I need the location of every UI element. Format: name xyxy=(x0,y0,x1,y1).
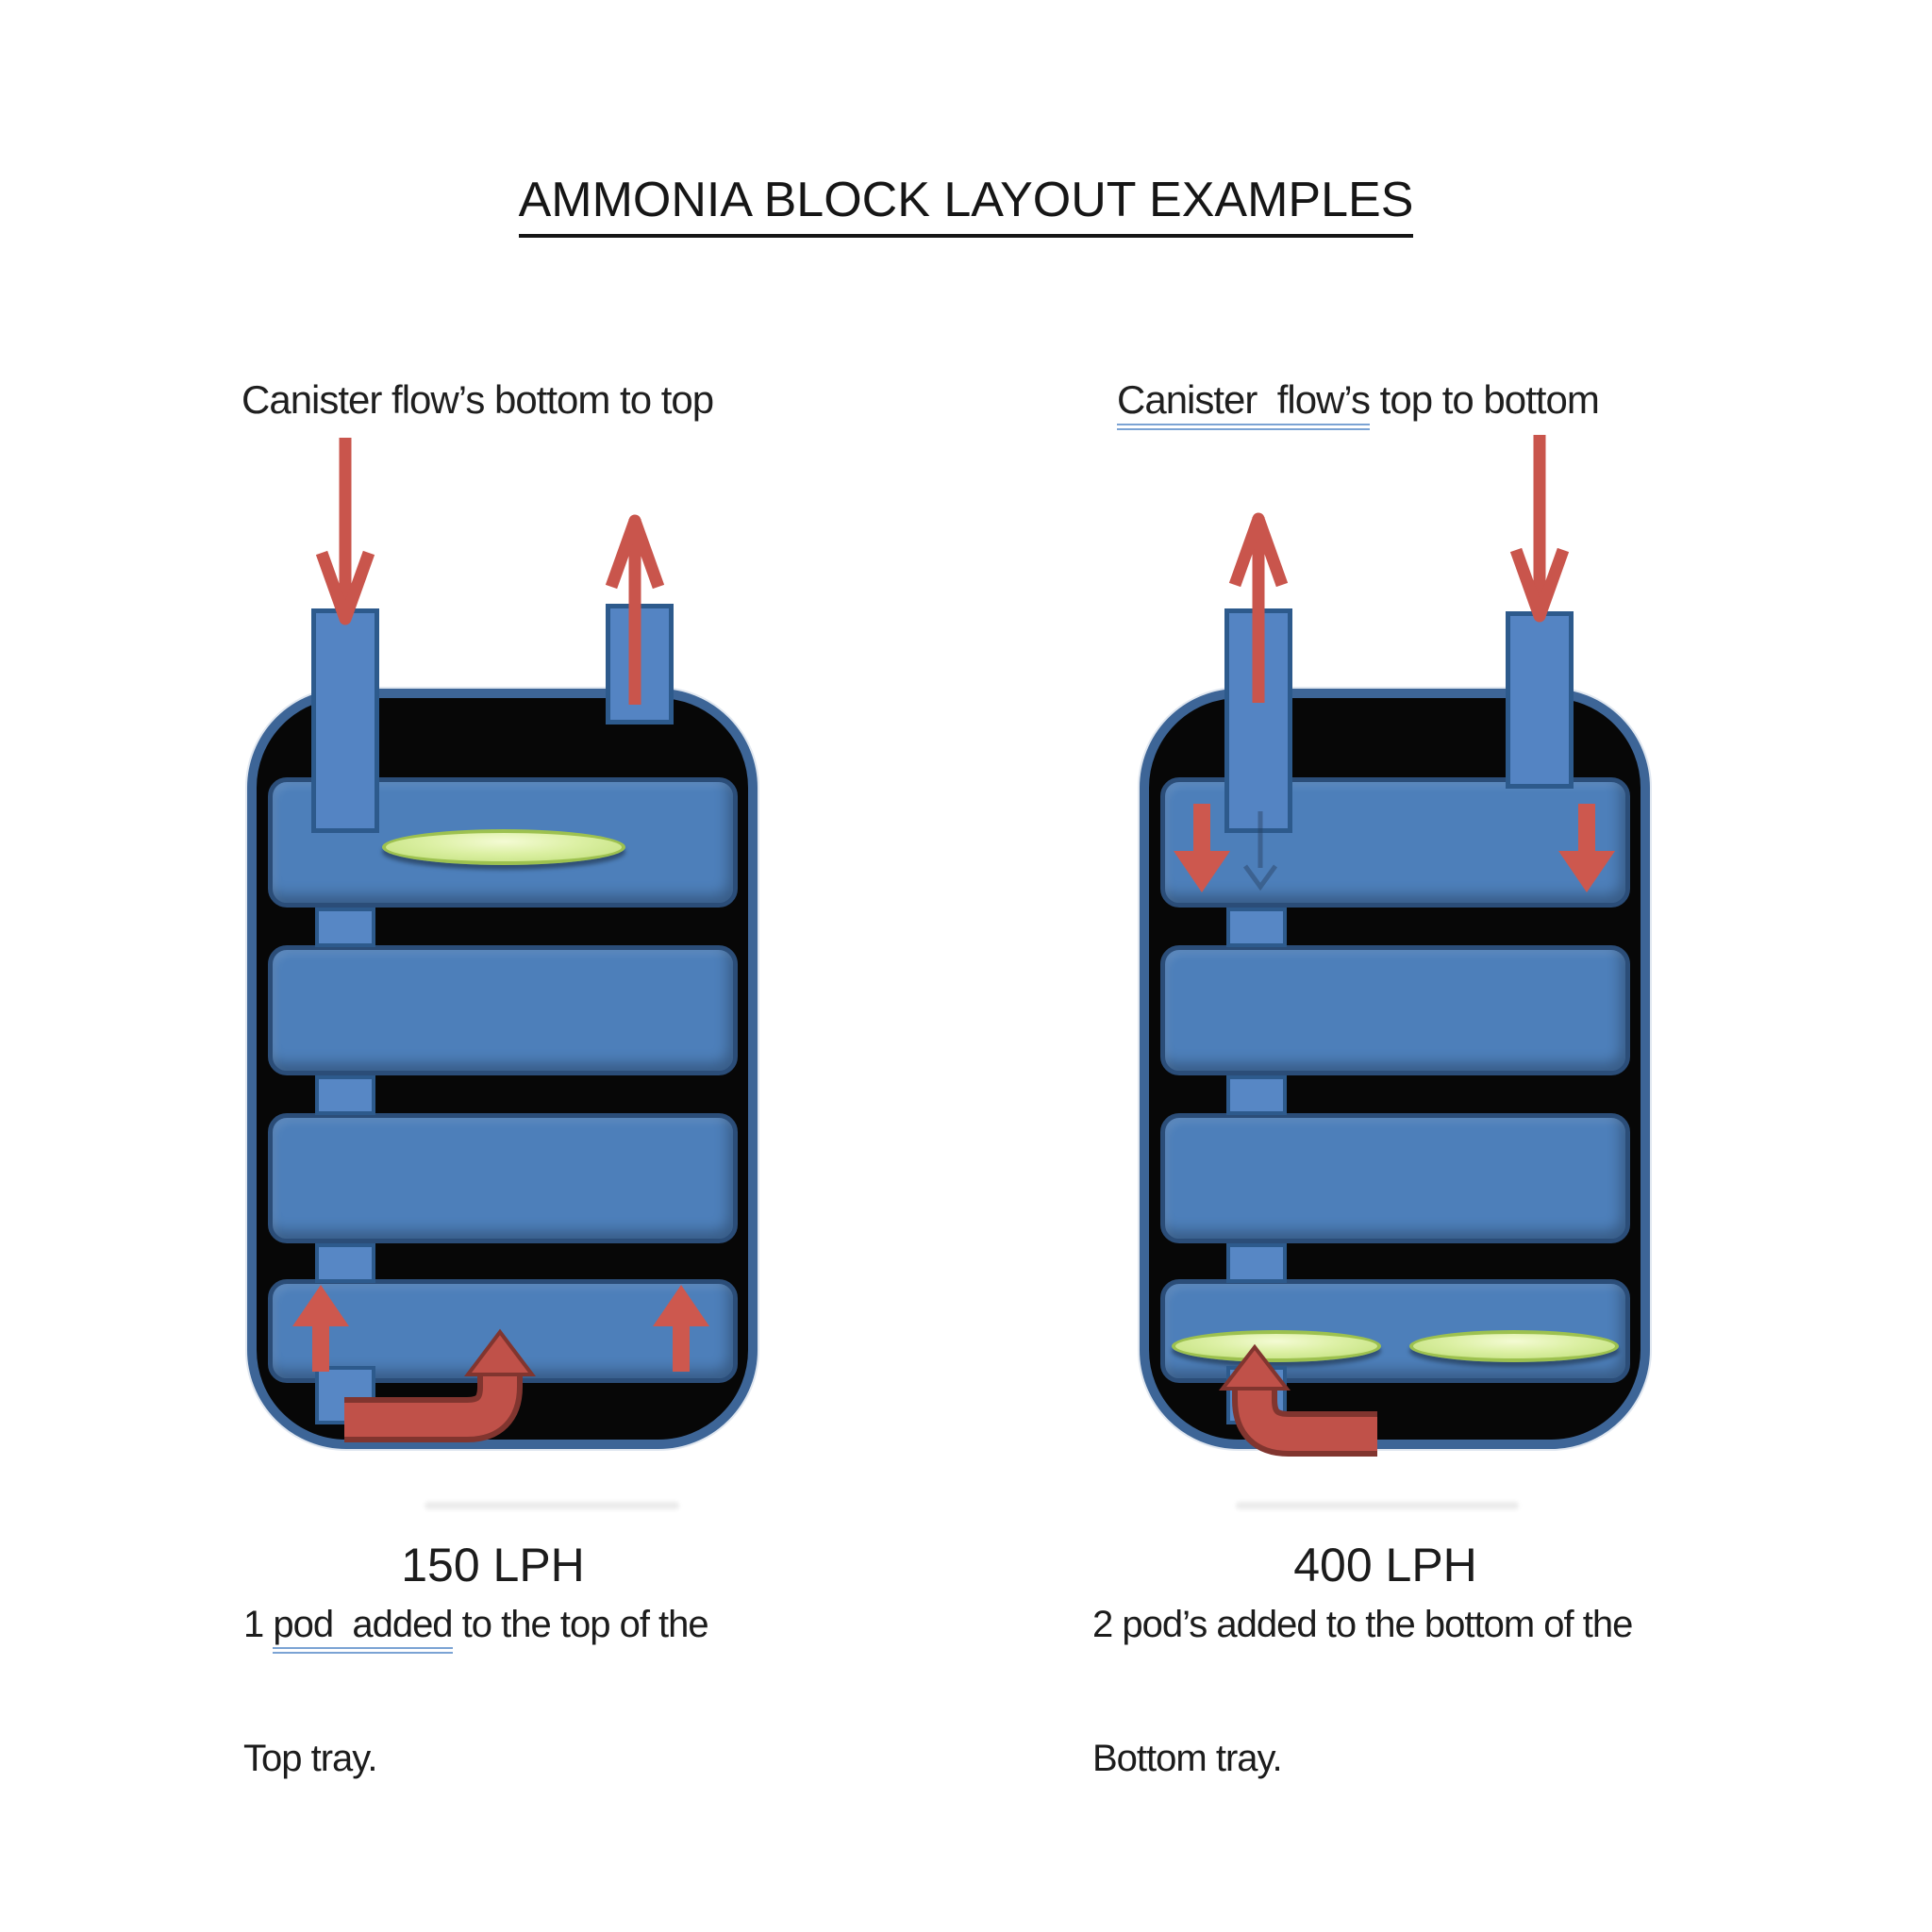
page-title: AMMONIA BLOCK LAYOUT EXAMPLES xyxy=(0,172,1932,238)
left-caption-line2: Top tray. xyxy=(243,1738,377,1779)
left-diagram-label: Canister flow’s bottom to top xyxy=(242,377,714,423)
right-tray-3 xyxy=(1160,1113,1630,1243)
right-outlet-up-arrow-icon xyxy=(1228,512,1289,703)
left-caption-underlined: pod added xyxy=(273,1604,454,1654)
left-caption-suffix: to the top of the xyxy=(452,1604,709,1645)
left-caption-prefix: 1 xyxy=(243,1604,274,1645)
right-diagram-label-rest: top to bottom xyxy=(1370,377,1600,422)
right-diagram-label-underlined: Canister flow’s xyxy=(1117,377,1371,430)
left-inlet-pipe xyxy=(311,608,379,833)
right-diagram-label: Canister flow’s top to bottom xyxy=(1117,377,1600,430)
left-elbow-flow-arrow-icon xyxy=(344,1328,537,1442)
right-canister-shadow xyxy=(1236,1502,1519,1509)
left-pipe-segment-1 xyxy=(315,908,375,947)
right-tray1-down-arrow-right-icon xyxy=(1558,804,1615,892)
left-pipe-segment-3 xyxy=(315,1243,375,1283)
right-pipe-segment-1 xyxy=(1226,908,1287,947)
left-pod-icon xyxy=(382,829,625,865)
right-elbow-flow-arrow-icon xyxy=(1218,1343,1377,1457)
right-tray-2 xyxy=(1160,945,1630,1075)
left-tray4-up-arrow-right-icon xyxy=(653,1285,709,1372)
left-caption-line1: 1 pod added to the top of the xyxy=(243,1604,709,1654)
left-outlet-up-arrow-icon xyxy=(605,514,665,705)
right-tray1-down-arrow-left-icon xyxy=(1174,804,1230,892)
right-pod-right-icon xyxy=(1409,1330,1619,1362)
left-tray-2 xyxy=(268,945,738,1075)
left-pipe-segment-2 xyxy=(315,1075,375,1115)
left-flow-rate: 150 LPH xyxy=(401,1539,585,1591)
right-pod-left-icon xyxy=(1172,1330,1381,1362)
right-inlet-down-arrow-icon xyxy=(1509,435,1570,623)
left-canister-shadow xyxy=(425,1502,679,1509)
right-tray1-ghost-down-arrow-icon xyxy=(1242,811,1278,891)
right-flow-rate: 400 LPH xyxy=(1293,1539,1477,1591)
right-caption-line1-text: 2 pod’s added to the bottom of the xyxy=(1092,1604,1633,1645)
right-pipe-segment-2 xyxy=(1226,1075,1287,1115)
right-pipe-segment-3 xyxy=(1226,1243,1287,1283)
left-diagram-label-text: Canister flow’s bottom to top xyxy=(242,377,714,422)
right-caption-line2: Bottom tray. xyxy=(1092,1738,1283,1779)
page-title-text: AMMONIA BLOCK LAYOUT EXAMPLES xyxy=(518,172,1414,238)
right-caption-line1: 2 pod’s added to the bottom of the xyxy=(1092,1604,1633,1646)
left-inlet-down-arrow-icon xyxy=(315,438,375,625)
left-tray-3 xyxy=(268,1113,738,1243)
right-inlet-pipe xyxy=(1506,611,1574,789)
left-tray4-up-arrow-left-icon xyxy=(292,1285,349,1372)
